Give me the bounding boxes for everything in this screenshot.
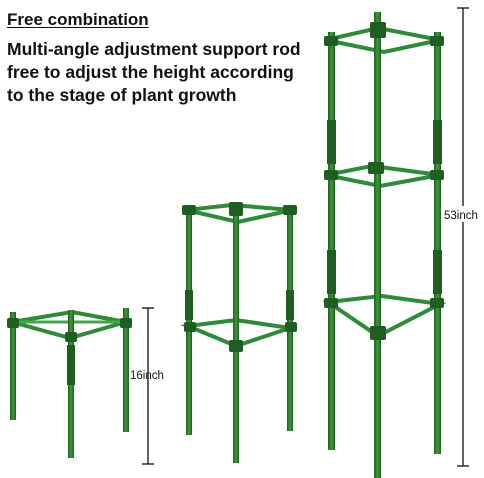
tall-leg-left xyxy=(328,32,335,450)
short-joint xyxy=(65,332,77,342)
title-text: Free combination xyxy=(7,10,149,29)
height-label-16inch: 16inch xyxy=(130,370,164,382)
description-line-2: free to adjust the height according xyxy=(7,62,294,82)
description-line-3: to the stage of plant growth xyxy=(7,85,237,105)
short-leg-right xyxy=(123,308,129,432)
medium-support-cage xyxy=(180,202,297,463)
short-joint xyxy=(7,318,19,328)
description-line-1: Multi-angle adjustment support rod xyxy=(7,39,301,59)
medium-leg-middle xyxy=(233,205,239,463)
dimension-16inch xyxy=(142,307,154,465)
description: Multi-angle adjustment support rod free … xyxy=(7,38,327,107)
height-label-53inch: 53inch xyxy=(444,210,478,222)
tall-support-cage xyxy=(322,12,447,478)
short-support-cage xyxy=(7,308,132,458)
dimension-53inch xyxy=(442,7,482,467)
short-joint xyxy=(120,318,132,328)
short-sleeve xyxy=(67,345,75,385)
tall-leg-right xyxy=(434,32,441,454)
tall-leg-middle xyxy=(374,12,381,478)
short-leg-left xyxy=(10,312,16,420)
